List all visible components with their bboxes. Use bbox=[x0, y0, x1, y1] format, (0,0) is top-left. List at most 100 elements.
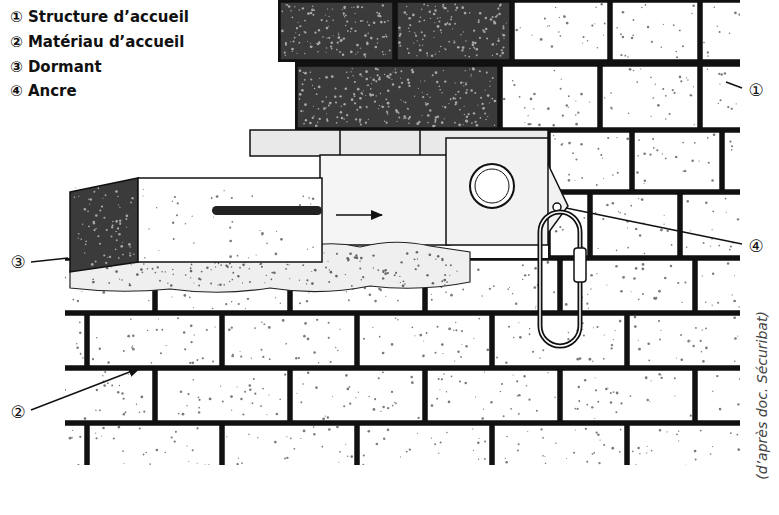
texture-dot bbox=[231, 266, 232, 267]
texture-dot bbox=[700, 430, 702, 432]
texture-dot bbox=[148, 300, 149, 301]
texture-dot bbox=[596, 432, 598, 434]
texture-dot bbox=[370, 77, 371, 78]
texture-dot bbox=[667, 230, 669, 232]
texture-dot bbox=[433, 13, 435, 15]
texture-dot bbox=[171, 436, 173, 438]
texture-dot bbox=[528, 274, 530, 276]
texture-dot bbox=[659, 429, 661, 431]
texture-dot bbox=[346, 257, 349, 260]
mortar-joint bbox=[295, 62, 740, 132]
texture-dot bbox=[232, 272, 234, 274]
texture-dot bbox=[304, 72, 307, 75]
texture-dot bbox=[225, 264, 227, 266]
texture-dot bbox=[664, 215, 665, 216]
texture-dot bbox=[619, 320, 622, 323]
texture-dot bbox=[399, 276, 400, 277]
texture-dot bbox=[422, 44, 423, 45]
texture-dot bbox=[366, 106, 368, 108]
texture-dot bbox=[737, 335, 738, 336]
texture-dot bbox=[498, 38, 499, 39]
texture-dot bbox=[382, 4, 384, 6]
texture-dot bbox=[142, 196, 143, 197]
texture-dot bbox=[115, 220, 118, 223]
texture-dot bbox=[211, 197, 213, 199]
texture-dot bbox=[310, 72, 312, 74]
texture-dot bbox=[312, 117, 314, 119]
texture-dot bbox=[360, 124, 362, 126]
texture-dot bbox=[412, 14, 415, 17]
texture-dot bbox=[462, 344, 463, 345]
texture-dot bbox=[367, 21, 368, 22]
texture-dot bbox=[605, 388, 608, 391]
texture-dot bbox=[115, 270, 118, 273]
texture-dot bbox=[712, 391, 713, 392]
texture-dot bbox=[471, 74, 472, 75]
texture-dot bbox=[319, 118, 321, 120]
texture-dot bbox=[415, 34, 416, 35]
texture-dot bbox=[489, 85, 490, 86]
texture-dot bbox=[78, 196, 79, 197]
texture-dot bbox=[315, 125, 318, 128]
texture-dot bbox=[303, 111, 304, 112]
texture-dot bbox=[422, 355, 425, 358]
texture-dot bbox=[65, 389, 66, 391]
texture-dot bbox=[560, 88, 562, 90]
texture-dot bbox=[183, 294, 186, 297]
texture-dot bbox=[478, 318, 480, 320]
texture-dot bbox=[198, 465, 199, 466]
texture-dot bbox=[387, 89, 390, 92]
texture-dot bbox=[481, 295, 482, 296]
texture-dot bbox=[391, 79, 392, 80]
texture-dot bbox=[398, 112, 400, 114]
texture-dot bbox=[361, 76, 362, 77]
texture-dot bbox=[579, 357, 582, 360]
texture-dot bbox=[128, 374, 129, 375]
texture-dot bbox=[631, 37, 633, 39]
texture-dot bbox=[435, 6, 436, 7]
texture-dot bbox=[116, 239, 118, 241]
texture-dot bbox=[303, 123, 305, 125]
texture-dot bbox=[594, 418, 595, 419]
texture-dot bbox=[93, 222, 95, 224]
texture-dot bbox=[359, 97, 362, 100]
texture-dot bbox=[630, 395, 632, 397]
texture-dot bbox=[285, 343, 287, 345]
texture-dot bbox=[82, 357, 84, 359]
texture-dot bbox=[411, 69, 413, 71]
texture-dot bbox=[498, 13, 501, 16]
texture-dot bbox=[515, 29, 518, 32]
texture-dot bbox=[422, 39, 424, 41]
texture-dot bbox=[431, 55, 434, 58]
texture-dot bbox=[513, 84, 515, 86]
texture-dot bbox=[441, 92, 442, 93]
texture-dot bbox=[196, 427, 198, 429]
texture-dot bbox=[692, 5, 694, 7]
texture-dot bbox=[487, 94, 490, 97]
texture-dot bbox=[402, 285, 405, 288]
texture-dot bbox=[661, 46, 662, 47]
texture-dot bbox=[369, 293, 372, 296]
texture-dot bbox=[182, 413, 185, 416]
texture-dot bbox=[507, 288, 509, 290]
texture-dot bbox=[702, 275, 703, 276]
texture-dot bbox=[329, 269, 330, 270]
frame-post bbox=[419, 130, 421, 158]
texture-dot bbox=[518, 322, 519, 323]
texture-dot bbox=[474, 92, 476, 94]
texture-dot bbox=[535, 306, 536, 307]
brick bbox=[359, 425, 490, 465]
texture-dot bbox=[92, 358, 94, 360]
texture-dot bbox=[242, 282, 243, 283]
texture-dot bbox=[503, 34, 506, 37]
texture-dot bbox=[636, 171, 639, 174]
texture-dot bbox=[237, 386, 238, 387]
texture-dot bbox=[406, 6, 408, 8]
texture-dot bbox=[312, 246, 314, 248]
texture-dot bbox=[349, 403, 351, 405]
texture-dot bbox=[637, 155, 639, 157]
texture-dot bbox=[338, 462, 339, 463]
texture-dot bbox=[409, 449, 411, 451]
texture-dot bbox=[328, 281, 330, 283]
texture-dot bbox=[448, 41, 450, 43]
